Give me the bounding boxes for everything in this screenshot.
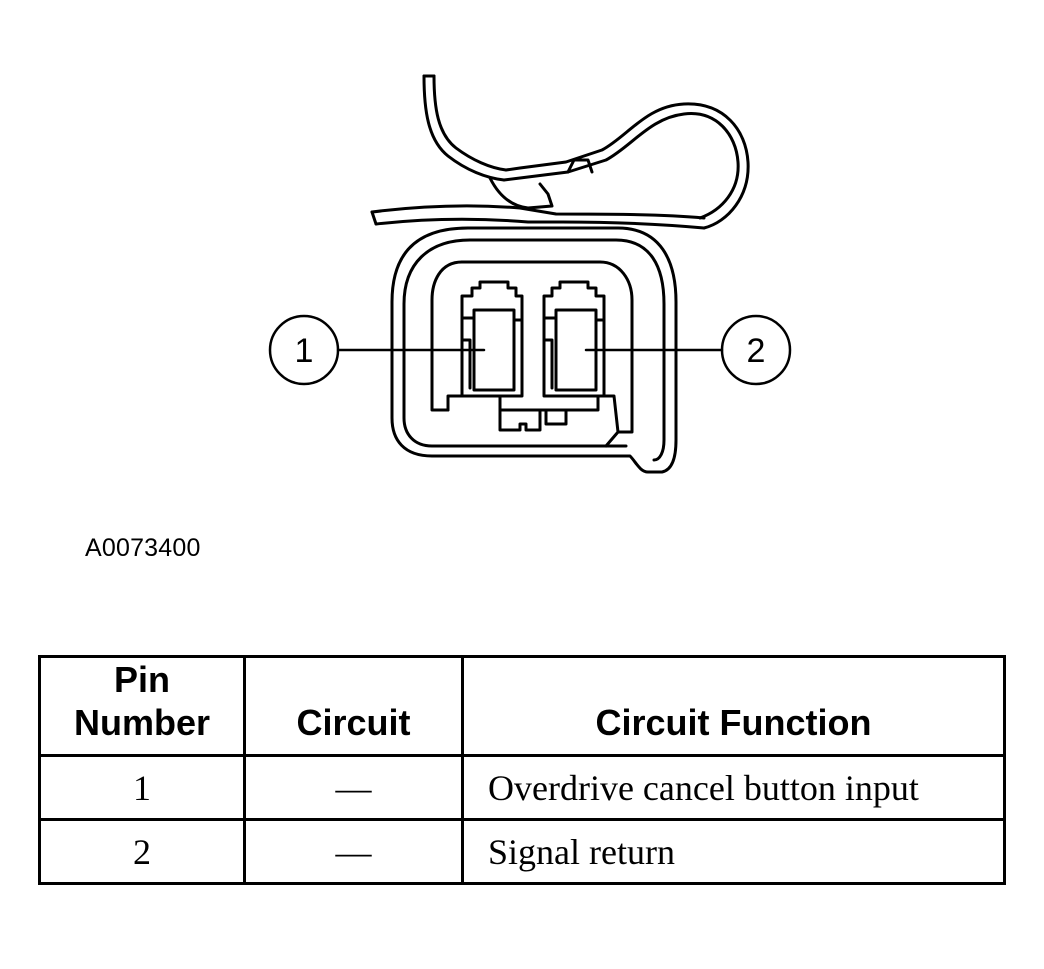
header-pin-number-line2: Number xyxy=(73,702,211,743)
table-header-row: Pin Number Circuit Circuit Function xyxy=(38,655,1006,757)
callout-circle-2 xyxy=(720,314,792,386)
cell-pin: 2 xyxy=(38,818,246,885)
cell-circuit: — xyxy=(243,818,464,885)
wire-harness xyxy=(370,74,750,230)
header-circuit-function: Circuit Function xyxy=(461,655,1006,757)
pin-cavity-2 xyxy=(542,280,606,398)
cell-function: Signal return xyxy=(461,818,1006,885)
cell-function: Overdrive cancel button input xyxy=(461,754,1006,821)
callout-label-2: 2 xyxy=(747,332,766,370)
pin-cavity-1 xyxy=(460,280,524,398)
callout-label-1: 1 xyxy=(295,332,314,370)
header-circuit: Circuit xyxy=(243,655,464,757)
pin-table: Pin Number Circuit Circuit Function 1 — … xyxy=(38,655,1006,885)
table-row: 2 — Signal return xyxy=(38,818,1006,885)
header-pin-number: Pin Number xyxy=(38,655,246,757)
keying-features xyxy=(498,408,568,432)
header-pin-number-line1: Pin xyxy=(113,659,170,700)
table-row: 1 — Overdrive cancel button input xyxy=(38,754,1006,821)
cell-pin: 1 xyxy=(38,754,246,821)
cell-circuit: — xyxy=(243,754,464,821)
figure-id: A0073400 xyxy=(85,534,201,562)
callout-circle-1 xyxy=(268,314,340,386)
connector-diagram: 1 2 xyxy=(268,74,792,474)
